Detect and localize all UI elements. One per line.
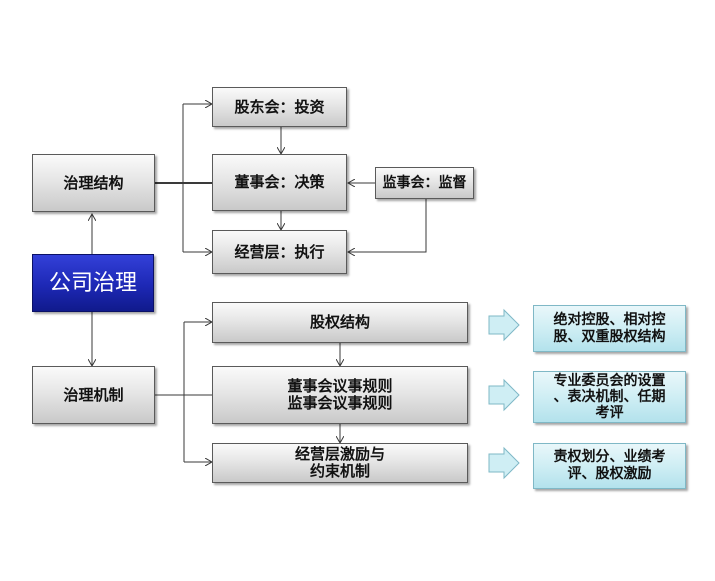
management-label: 经营层：执行 [234,242,325,261]
incentive-note-line2: 评、股权激励 [567,466,652,482]
block-arrow-equity [488,308,520,342]
governance-structure-label: 治理结构 [63,173,124,192]
block-arrow-incentive [488,446,520,480]
management-node: 经营层：执行 [212,230,347,274]
rules-node: 董事会议事规则 监事会议事规则 [212,366,468,424]
governance-structure-node: 治理结构 [32,154,155,212]
governance-mechanism-label: 治理机制 [63,385,124,404]
block-arrow-rules [488,378,520,412]
company-governance-label: 公司治理 [48,270,137,296]
board-node: 董事会：决策 [212,154,347,211]
board-label: 董事会：决策 [234,173,325,191]
supervisor-rules-label: 监事会议事规则 [287,394,393,412]
rules-note: 专业委员会的设置 、表决机制、任期 考评 [533,371,686,423]
equity-structure-label: 股权结构 [309,313,370,331]
incentive-note: 责权划分、业绩考 评、股权激励 [533,443,686,489]
company-governance-node: 公司治理 [32,254,154,312]
incentive-note-line1: 责权划分、业绩考 [553,449,666,465]
rules-note-line3: 考评 [595,405,624,421]
rules-note-line2: 、表决机制、任期 [553,389,666,405]
supervisors-label: 监事会：监督 [382,174,467,191]
shareholders-label: 股东会：投资 [234,97,325,116]
incentive-label-line2: 约束机制 [309,462,370,480]
incentive-node: 经营层激励与 约束机制 [212,443,468,483]
equity-note-line2: 股、双重股权结构 [553,328,666,345]
shareholders-node: 股东会：投资 [212,87,347,127]
governance-mechanism-node: 治理机制 [32,366,155,424]
rules-note-line1: 专业委员会的设置 [553,373,666,389]
equity-note: 绝对控股、相对控 股、双重股权结构 [533,305,686,352]
incentive-label-line1: 经营层激励与 [294,445,385,463]
arrow-supervisors-to-management [348,199,427,252]
equity-structure-node: 股权结构 [212,302,468,343]
supervisors-node: 监事会：监督 [375,167,474,199]
equity-note-line1: 绝对控股、相对控 [553,311,666,328]
board-rules-label: 董事会议事规则 [287,377,393,395]
